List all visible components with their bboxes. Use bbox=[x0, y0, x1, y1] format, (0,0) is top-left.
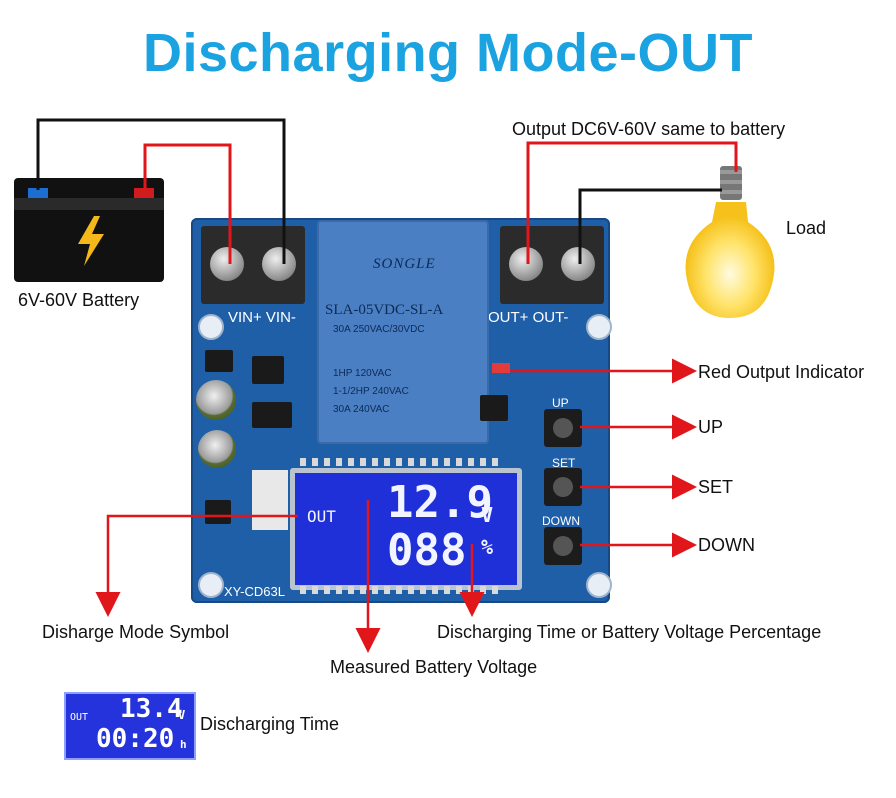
battery-positive-terminal bbox=[134, 188, 154, 198]
out-plus-screw bbox=[509, 247, 543, 281]
mini-lcd-voltage: 13.4 bbox=[120, 694, 183, 724]
set-button[interactable] bbox=[544, 468, 582, 506]
regulator bbox=[205, 500, 231, 524]
down-label: DOWN bbox=[698, 535, 755, 555]
relay-spec: 30A 250VAC/30VDC bbox=[333, 324, 425, 335]
load-label: Load bbox=[786, 218, 827, 238]
battery-label: 6V-60V Battery bbox=[18, 290, 140, 310]
discharging-time-label: Discharging Time bbox=[200, 714, 340, 734]
relay-brand: SONGLE bbox=[373, 256, 436, 272]
ic-chip bbox=[252, 356, 284, 384]
mount-hole bbox=[198, 572, 224, 598]
battery-negative-terminal bbox=[28, 188, 48, 198]
lcd-out-symbol: OUT bbox=[307, 507, 336, 526]
vin-minus-screw bbox=[262, 247, 296, 281]
lcd-pins bbox=[300, 586, 500, 594]
mini-lcd-voltage-unit: V bbox=[178, 708, 186, 722]
measured-voltage-label: Measured Battery Voltage bbox=[330, 657, 538, 677]
page-title: Discharging Mode-OUT bbox=[142, 23, 753, 83]
capacitor bbox=[196, 380, 236, 420]
out-label: OUT+ OUT- bbox=[488, 309, 569, 326]
vin-label: VIN+ VIN- bbox=[228, 309, 296, 326]
capacitor bbox=[198, 430, 236, 468]
mode-symbol-label: Disharge Mode Symbol bbox=[42, 622, 230, 642]
up-silkscreen: UP bbox=[552, 396, 569, 410]
relay: SONGLE SLA-05VDC-SL-A 30A 250VAC/30VDC 1… bbox=[317, 220, 489, 444]
down-silkscreen: DOWN bbox=[542, 514, 580, 528]
red-led bbox=[492, 363, 510, 373]
lcd-percent-unit: % bbox=[481, 535, 494, 559]
mount-hole bbox=[198, 314, 224, 340]
transistor bbox=[480, 395, 508, 421]
lcd-percent: 088 bbox=[387, 525, 467, 576]
output-label: Output DC6V-60V same to battery bbox=[512, 119, 786, 139]
lcd-pins bbox=[300, 458, 500, 466]
relay-spec: 1HP 120VAC bbox=[333, 368, 392, 379]
relay-model: SLA-05VDC-SL-A bbox=[325, 302, 444, 318]
lcd-flex bbox=[252, 470, 288, 530]
down-button[interactable] bbox=[544, 527, 582, 565]
mini-lcd-display: OUT 13.4 V 00:20 h bbox=[64, 692, 196, 760]
ic-chip bbox=[252, 402, 292, 428]
mini-lcd-time: 00:20 bbox=[96, 724, 175, 754]
mini-lcd-time-unit: h bbox=[180, 738, 187, 751]
lcd-voltage: 12.9 bbox=[387, 477, 493, 528]
mini-lcd-out: OUT bbox=[70, 712, 89, 723]
vin-plus-screw bbox=[210, 247, 244, 281]
time-percent-label: Discharging Time or Battery Voltage Perc… bbox=[437, 622, 822, 642]
lcd-display: OUT 12.9 V 088 % bbox=[290, 468, 522, 590]
up-button[interactable] bbox=[544, 409, 582, 447]
relay-spec: 30A 240VAC bbox=[333, 404, 390, 415]
up-label: UP bbox=[698, 417, 724, 437]
board-model: XY-CD63L bbox=[224, 584, 285, 599]
red-indicator-label: Red Output Indicator bbox=[698, 362, 865, 382]
lightning-icon bbox=[78, 216, 104, 266]
mount-hole bbox=[586, 314, 612, 340]
set-silkscreen: SET bbox=[552, 456, 576, 470]
relay-spec: 1-1/2HP 240VAC bbox=[333, 386, 409, 397]
mount-hole bbox=[586, 572, 612, 598]
lightbulb-icon bbox=[685, 166, 775, 318]
out-minus-screw bbox=[561, 247, 595, 281]
diode bbox=[205, 350, 233, 372]
lcd-voltage-unit: V bbox=[481, 503, 494, 527]
set-label: SET bbox=[698, 477, 734, 497]
battery-lid bbox=[14, 198, 164, 210]
